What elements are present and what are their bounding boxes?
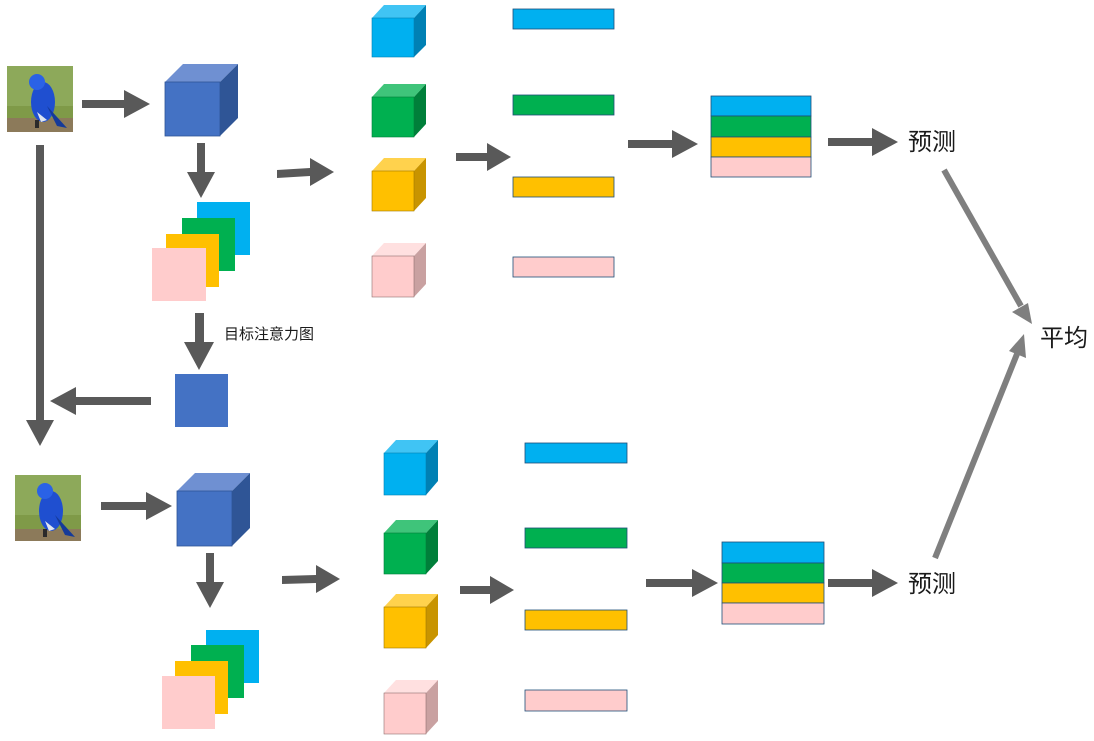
feature-vectors — [512, 8, 615, 278]
stacked-feature-maps-icon — [152, 202, 250, 301]
prediction-label-top: 预测 — [908, 128, 956, 156]
feature-cube-icon — [371, 5, 426, 58]
arrow-concat-to-prediction — [828, 128, 898, 156]
stacked-feature-maps-icon — [162, 630, 259, 729]
arrow-vectors-to-concat — [628, 130, 698, 158]
feature-cube-icon — [383, 594, 438, 649]
arrow-top-to-average — [941, 168, 1024, 308]
arrow-cube-down — [187, 143, 215, 198]
concatenated-vector — [710, 95, 812, 178]
arrow-maps-to-cubes — [277, 158, 334, 186]
arrow-concat-to-prediction-bottom — [828, 569, 898, 597]
concatenated-vector — [721, 541, 825, 625]
feature-cube-icon — [176, 473, 250, 547]
average-label: 平均 — [1040, 324, 1088, 352]
feature-cube-icon — [383, 680, 438, 735]
attention-map-label: 目标注意力图 — [224, 325, 314, 343]
arrow-attention-left — [50, 387, 151, 415]
average-merge: 平均 — [932, 168, 1088, 560]
arrow-vectors-to-concat-bottom — [646, 569, 718, 597]
arrow-image-to-cube-bottom — [101, 492, 172, 520]
arrow-cube-down-bottom — [196, 553, 224, 608]
arrow-cubes-to-vectors-bottom — [460, 576, 514, 604]
feature-vectors — [524, 442, 628, 712]
arrow-maps-to-attention — [184, 313, 214, 370]
arrow-image-down — [26, 145, 54, 446]
arrow-bottom-to-average — [932, 352, 1020, 560]
arrow-maps-to-cubes-bottom — [282, 565, 340, 593]
feature-cube-icon — [371, 84, 426, 138]
feature-cube-icon — [383, 440, 438, 496]
feature-cube-icon — [371, 158, 426, 212]
arrow-cubes-to-vectors — [456, 143, 511, 171]
attention-path: 目标注意力图 — [26, 145, 314, 446]
bird-photo-icon — [15, 475, 81, 541]
feature-cube-icon — [383, 520, 438, 575]
feature-cube-icon — [371, 243, 426, 298]
bottom-branch: 预测 — [15, 440, 956, 735]
feature-cube-icon — [164, 64, 238, 137]
prediction-label-bottom: 预测 — [908, 570, 956, 598]
top-branch: 预测 — [7, 5, 956, 301]
arrow-image-to-cube — [82, 90, 150, 118]
attention-map-square-icon — [175, 374, 228, 427]
bird-photo-icon — [7, 66, 73, 132]
